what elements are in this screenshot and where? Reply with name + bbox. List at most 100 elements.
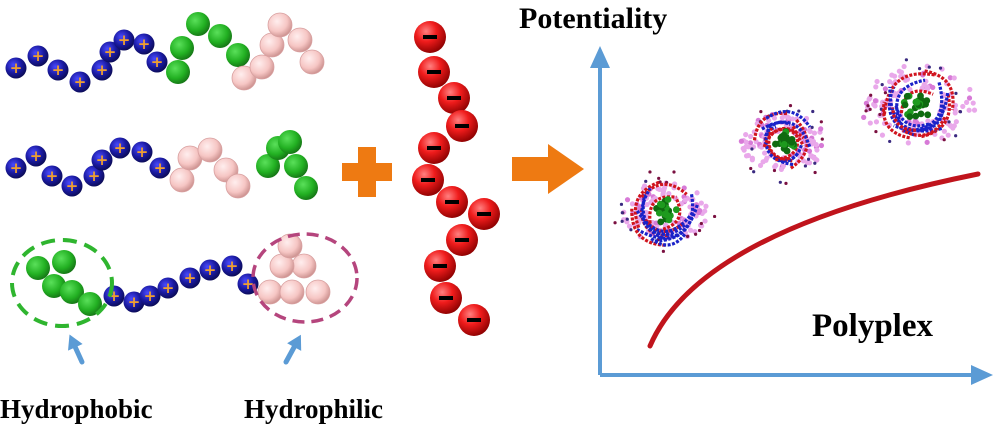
hydrophilic-bead bbox=[257, 279, 283, 305]
cationic-charge: + bbox=[128, 293, 141, 311]
cationic-charge: + bbox=[10, 159, 23, 177]
cationic-bead: + bbox=[41, 165, 63, 187]
cationic-charge: + bbox=[46, 167, 59, 185]
hydrophobic-bead bbox=[60, 280, 84, 304]
cationic-bead: + bbox=[179, 267, 201, 289]
anionic-bead bbox=[430, 282, 462, 314]
hydrophobic-bead bbox=[166, 60, 190, 84]
anionic-bead bbox=[446, 224, 478, 256]
hydrophilic-bead bbox=[267, 12, 293, 38]
hydrophobic-bead bbox=[294, 176, 318, 200]
block-pointers bbox=[68, 334, 302, 365]
anionic-bead bbox=[418, 132, 450, 164]
cationic-bead: + bbox=[113, 29, 135, 51]
hydrophilic-bead bbox=[169, 167, 195, 193]
anionic-charge bbox=[477, 212, 491, 216]
anionic-charge bbox=[455, 124, 469, 128]
anionic-bead bbox=[418, 56, 450, 88]
anionic-charge bbox=[467, 318, 481, 322]
cationic-charge: + bbox=[96, 151, 109, 169]
polyplex-particle bbox=[613, 170, 717, 253]
cationic-charge: + bbox=[242, 275, 255, 293]
hydrophilic-block-ring bbox=[251, 232, 359, 324]
cationic-bead: + bbox=[61, 175, 83, 197]
hydrophilic-bead bbox=[305, 279, 331, 305]
copolymer-chains: ++++++++++++++++++++++++++ bbox=[5, 12, 331, 316]
anionic-bead bbox=[468, 198, 500, 230]
cationic-bead: + bbox=[69, 71, 91, 93]
potentiality-axes bbox=[590, 46, 993, 385]
cationic-bead: + bbox=[131, 141, 153, 163]
cationic-bead: + bbox=[91, 149, 113, 171]
block-highlight-rings bbox=[10, 232, 359, 328]
polyplex-particle bbox=[861, 58, 978, 146]
hydrophilic-label: Hydrophilic bbox=[244, 394, 383, 424]
hydrophilic-bead bbox=[277, 233, 303, 259]
potentiality-label: Potentiality bbox=[519, 2, 667, 35]
hydrophilic-bead bbox=[231, 65, 257, 91]
hydrophobic-bead bbox=[278, 130, 302, 154]
anionic-charge bbox=[421, 178, 435, 182]
cationic-charge: + bbox=[30, 147, 43, 165]
hydrophobic-block-ring bbox=[10, 238, 114, 328]
cationic-bead: + bbox=[221, 255, 243, 277]
cationic-charge: + bbox=[74, 73, 87, 91]
copolymer-chain: ++++++++ bbox=[26, 233, 331, 316]
hydrophobic-bead bbox=[284, 154, 308, 178]
cationic-charge: + bbox=[138, 35, 151, 53]
cationic-bead: + bbox=[199, 259, 221, 281]
cationic-charge: + bbox=[88, 167, 101, 185]
hydrophilic-bead bbox=[197, 137, 223, 163]
hydrophobic-bead bbox=[78, 292, 102, 316]
cationic-charge: + bbox=[136, 143, 149, 161]
cationic-charge: + bbox=[154, 159, 167, 177]
anionic-charge bbox=[427, 70, 441, 74]
cationic-charge: + bbox=[66, 177, 79, 195]
cationic-charge: + bbox=[162, 279, 175, 297]
copolymer-chain: +++++++++ bbox=[5, 130, 318, 200]
polyplex-particles bbox=[613, 58, 978, 253]
anionic-bead bbox=[438, 82, 470, 114]
anionic-charge bbox=[427, 146, 441, 150]
cationic-bead: + bbox=[139, 285, 161, 307]
anionic-charge bbox=[447, 96, 461, 100]
hydrophobic-bead bbox=[256, 154, 280, 178]
cationic-bead: + bbox=[47, 59, 69, 81]
anionic-bead bbox=[414, 21, 446, 53]
cationic-bead: + bbox=[123, 291, 145, 313]
cationic-bead: + bbox=[149, 157, 171, 179]
plus-icon bbox=[342, 147, 392, 197]
hydrophilic-bead bbox=[291, 253, 317, 279]
hydrophobic-bead bbox=[52, 250, 76, 274]
cationic-charge: + bbox=[184, 269, 197, 287]
anionic-polymer bbox=[412, 21, 500, 336]
hydrophobic-bead bbox=[26, 256, 50, 280]
hydrophilic-bead bbox=[279, 279, 305, 305]
anionic-charge bbox=[423, 35, 437, 39]
cationic-bead: + bbox=[99, 41, 121, 63]
cationic-charge: + bbox=[10, 59, 23, 77]
cationic-bead: + bbox=[83, 165, 105, 187]
hydrophobic-bead bbox=[186, 12, 210, 36]
polyplex-particle bbox=[738, 104, 825, 185]
cationic-bead: + bbox=[133, 33, 155, 55]
cationic-bead: + bbox=[109, 137, 131, 159]
anionic-bead bbox=[412, 164, 444, 196]
cationic-bead: + bbox=[27, 45, 49, 67]
hydrophilic-bead bbox=[299, 49, 325, 75]
copolymer-chain: +++++++++ bbox=[5, 12, 325, 93]
cationic-charge: + bbox=[114, 139, 127, 157]
cationic-charge: + bbox=[52, 61, 65, 79]
cationic-bead: + bbox=[146, 51, 168, 73]
arrow-up-icon bbox=[283, 334, 302, 365]
hydrophobic-bead bbox=[226, 43, 250, 67]
cationic-charge: + bbox=[32, 47, 45, 65]
anionic-bead bbox=[446, 110, 478, 142]
anionic-charge bbox=[439, 296, 453, 300]
hydrophilic-bead bbox=[287, 27, 313, 53]
cationic-bead: + bbox=[5, 157, 27, 179]
hydrophobic-label: Hydrophobic bbox=[0, 394, 153, 424]
arrow-right-icon bbox=[512, 144, 584, 194]
anionic-charge bbox=[445, 200, 459, 204]
